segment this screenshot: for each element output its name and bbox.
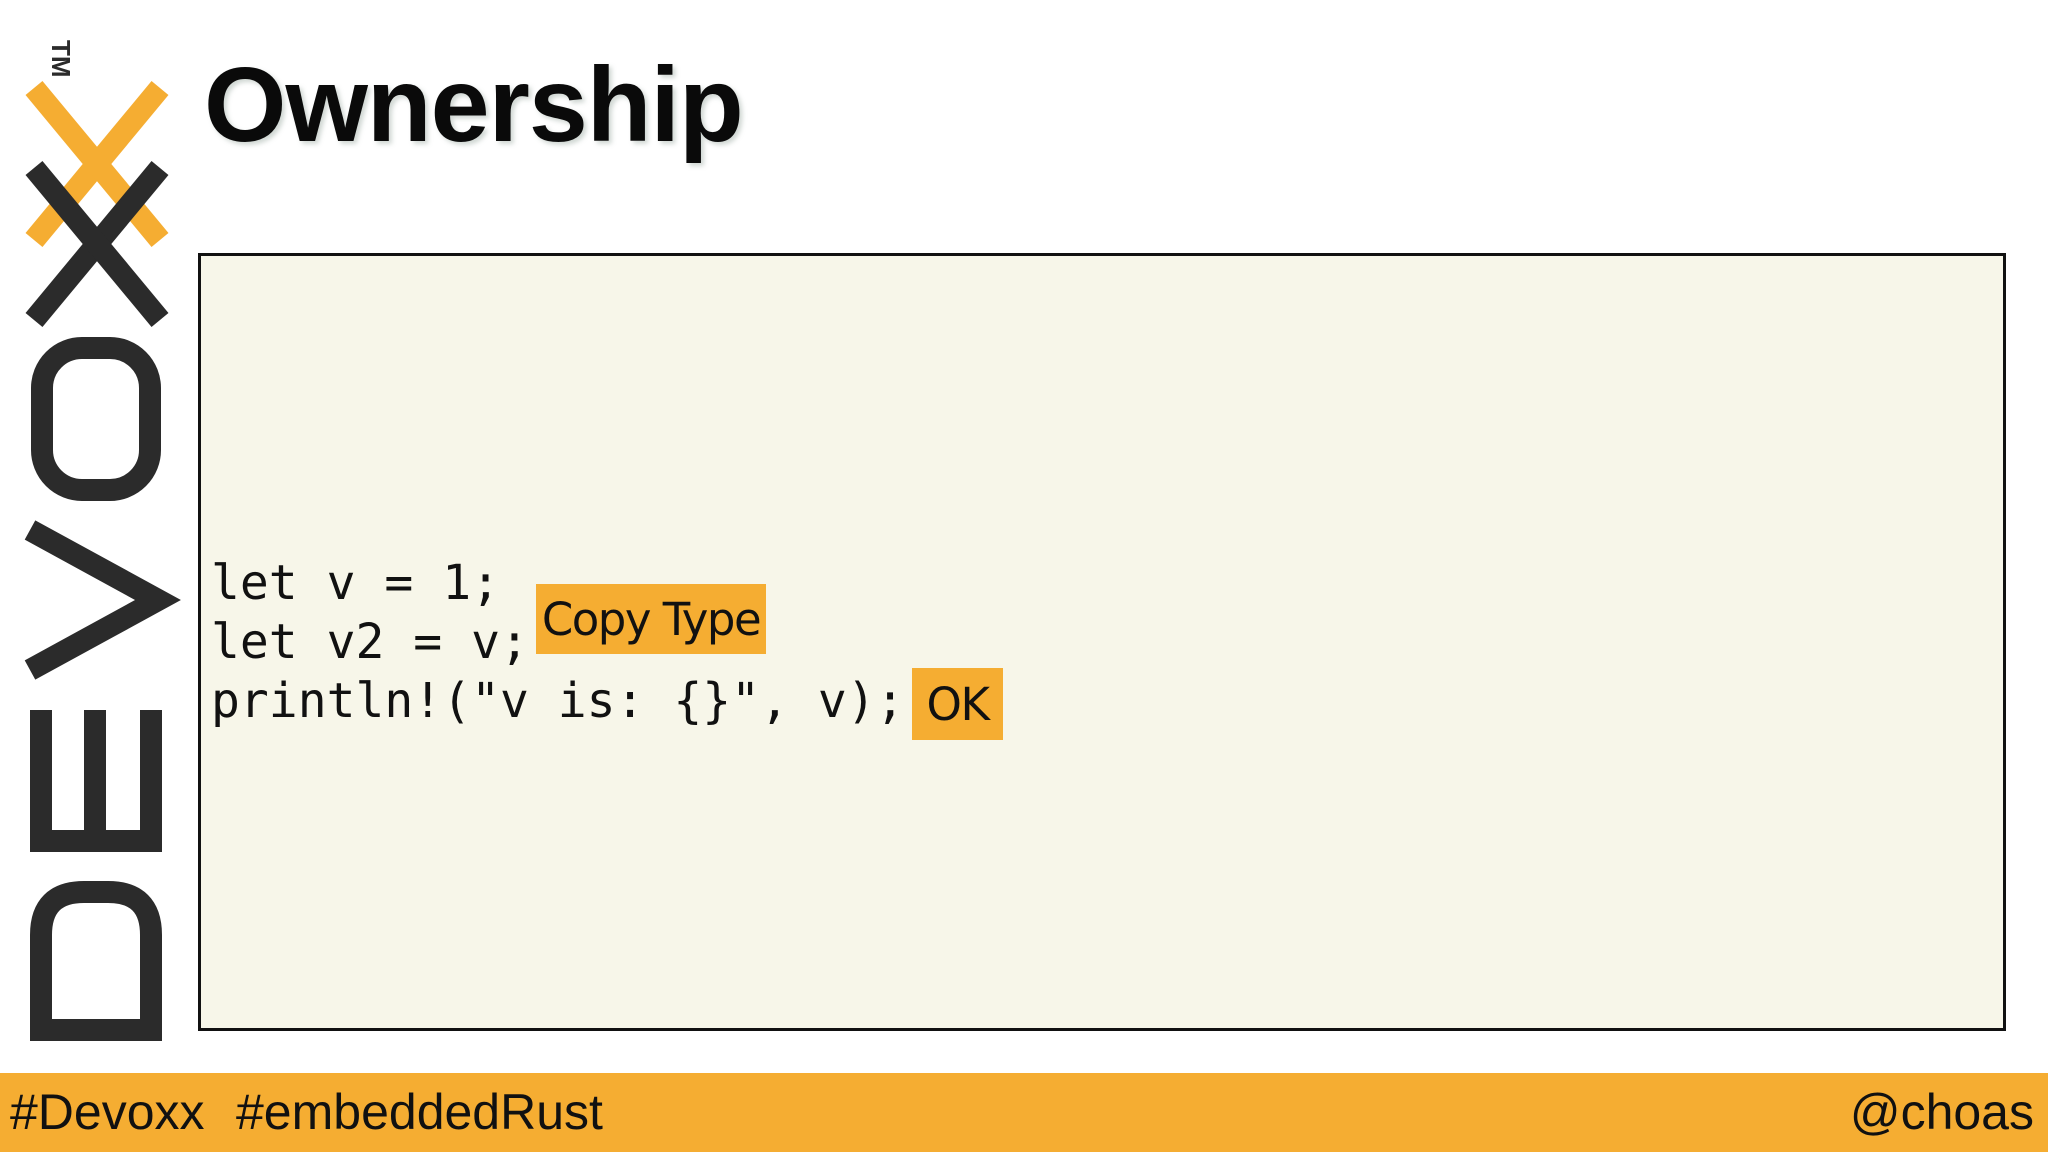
hashtag-devoxx: #Devoxx [10,1084,205,1140]
hashtag-embedded-rust: #embeddedRust [236,1084,603,1140]
logo-d-icon [30,881,162,1041]
twitter-handle: @choas [1849,1084,2034,1140]
trademark-icon: TM [46,40,76,78]
footer-bar: #Devoxx #embeddedRust @choas [0,1073,2048,1152]
logo-v-icon [24,520,181,680]
code-line-3: println!("v is: {}", v); [211,673,905,729]
code-line-1: let v = 1; [211,555,500,611]
logo-o-icon [31,337,161,501]
logo-x-dark-icon [25,160,169,328]
slide-title: Ownership [204,46,744,164]
logo-x-orange-icon [25,80,169,248]
devoxx-logo-icon: TM [24,40,181,1041]
logo-e-icon [30,710,162,852]
copy-type-badge: Copy Type [536,584,766,654]
code-panel: let v = 1; let v2 = v; println!("v is: {… [198,253,2006,1031]
code-line-2: let v2 = v; [211,614,529,670]
devoxx-logo: TM [0,0,190,1070]
ok-badge: OK [912,668,1003,740]
